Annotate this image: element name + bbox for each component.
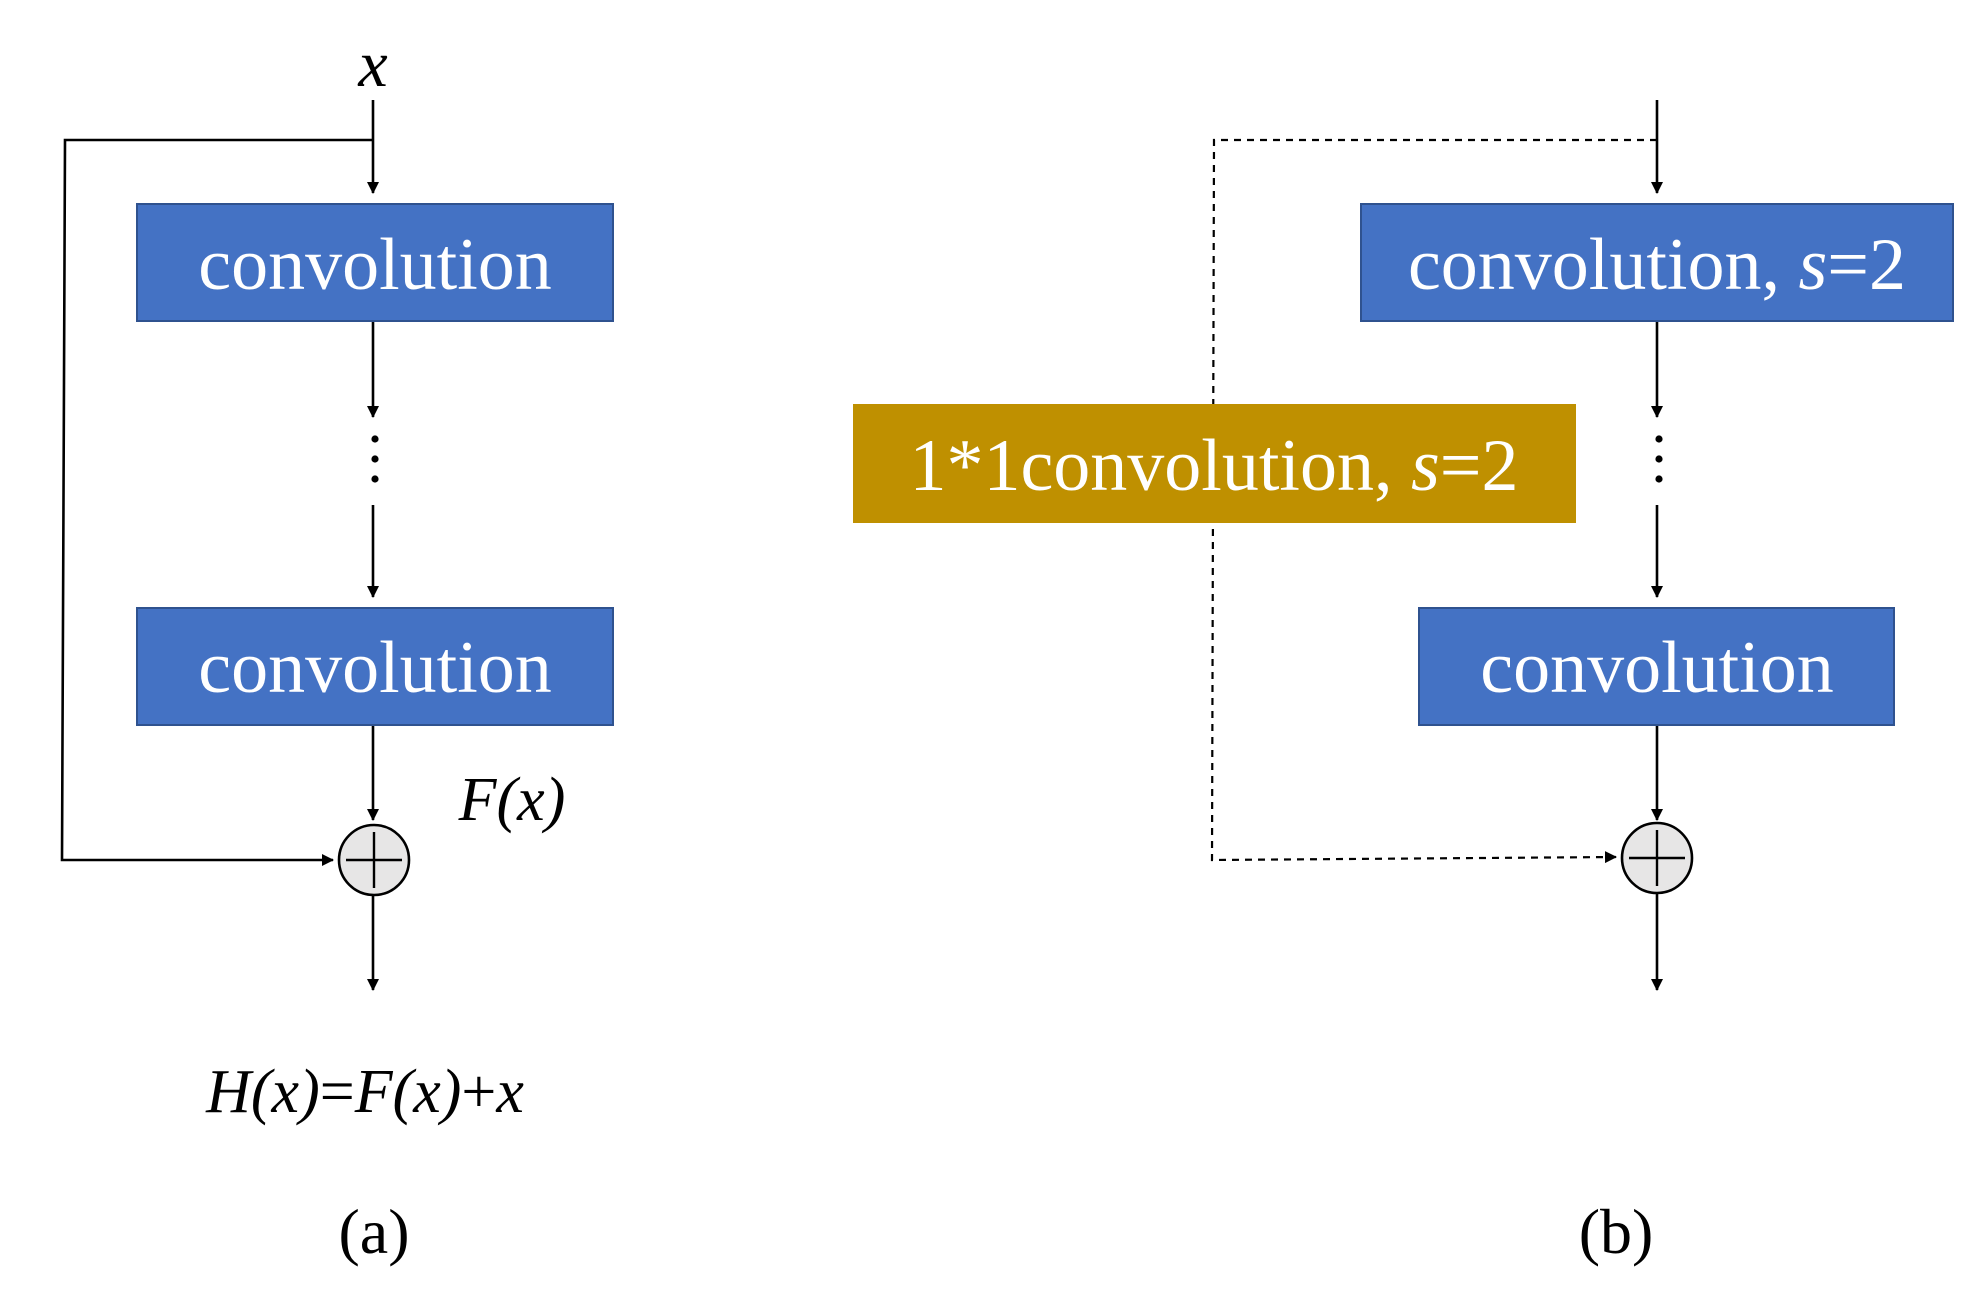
projection-conv-value: =2 (1440, 425, 1519, 507)
residual-fx-label: F(x) (458, 766, 566, 834)
conv-stride-s: s (1798, 224, 1827, 306)
conv-stride-box (1360, 203, 1954, 322)
formula-h: H(x) (205, 1058, 320, 1126)
conv-stride-label: convolution, s=2 (1408, 224, 1906, 306)
conv-box-top-label: convolution (198, 224, 552, 306)
panel-b: convolution, s=2 convolution 1*1convolut… (853, 100, 1954, 1267)
projection-conv-label: 1*1convolution, s=2 (909, 425, 1518, 507)
conv-box-bottom-b (1418, 607, 1895, 726)
formula-plus: + (461, 1058, 496, 1126)
conv-box-top (136, 203, 614, 322)
projection-shortcut (1210, 138, 1657, 864)
conv-box-bottom-label: convolution (198, 627, 552, 709)
adder-plus-icon (337, 823, 411, 897)
adder-plus-icon-b (1620, 821, 1694, 895)
conv-stride-value: =2 (1827, 224, 1906, 306)
conv-box-bottom (136, 607, 614, 726)
formula-x: x (495, 1058, 524, 1126)
conv-stride-text: convolution, (1408, 224, 1799, 306)
formula-f: F(x) (354, 1058, 462, 1126)
caption-a: (a) (338, 1196, 409, 1267)
input-x-label: x (357, 28, 387, 101)
caption-b: (b) (1579, 1196, 1654, 1267)
conv-box-bottom-b-label: convolution (1480, 627, 1834, 709)
ellipsis-dots-b (1655, 435, 1663, 483)
projection-conv-s: s (1411, 425, 1440, 507)
panel-a: x convolution convolution F(x) (60, 28, 614, 1267)
formula: H(x)=F(x)+x (205, 1058, 524, 1126)
ellipsis-dots (371, 435, 379, 483)
projection-conv-box (853, 404, 1576, 523)
skip-connection (60, 138, 373, 866)
projection-conv-text: 1*1convolution, (909, 425, 1411, 507)
formula-eq: = (320, 1058, 355, 1126)
